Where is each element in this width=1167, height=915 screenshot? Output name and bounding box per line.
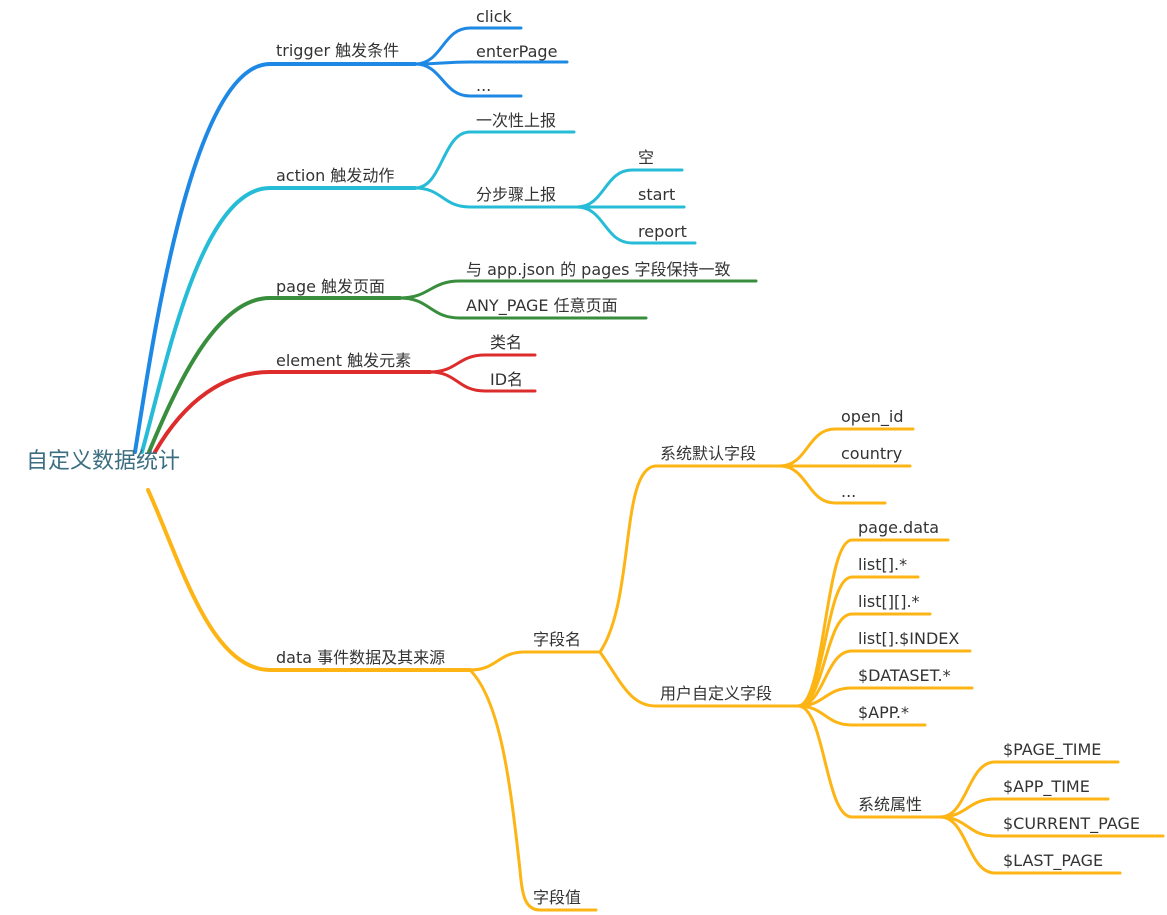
system-default-label: 系统默认字段 <box>660 444 757 463</box>
step-child-report: report <box>638 222 687 241</box>
element-edge <box>153 370 432 454</box>
sysprop-page-time: $PAGE_TIME <box>1003 740 1102 759</box>
action-step-edge <box>413 186 579 209</box>
element-node-label: element 触发元素 <box>276 351 412 370</box>
trigger-edge <box>133 62 417 454</box>
user-child-list: list[].* <box>858 555 908 574</box>
trigger-child-more: ... <box>476 76 492 95</box>
data-edge <box>146 488 472 672</box>
trigger-enterpage-edge <box>413 60 569 66</box>
page-anypage-edge <box>398 296 648 320</box>
user-defined-edge <box>598 650 802 708</box>
step-child-empty: 空 <box>638 148 655 167</box>
step-report-edge <box>575 205 697 245</box>
action-edge <box>140 186 417 454</box>
user-child-edge-2 <box>796 612 932 708</box>
user-child-list-list: list[][].* <box>858 592 920 611</box>
sysprop-current-page: $CURRENT_PAGE <box>1003 814 1140 833</box>
element-child-id: ID名 <box>490 370 524 389</box>
sysdef-child-country: country <box>841 444 903 463</box>
step-child-start: start <box>638 185 676 204</box>
page-child-any-page: ANY_PAGE 任意页面 <box>466 296 618 315</box>
root-node-label: 自定义数据统计 <box>26 449 181 474</box>
field-value-label: 字段值 <box>533 888 582 907</box>
page-node-label: page 触发页面 <box>276 277 386 296</box>
sysprop-app-time: $APP_TIME <box>1003 777 1090 796</box>
action-node-label: action 触发动作 <box>276 166 395 185</box>
page-edge <box>147 296 402 454</box>
user-defined-label: 用户自定义字段 <box>660 684 773 703</box>
user-child-app: $APP.* <box>858 703 910 722</box>
user-child-edge-3 <box>796 649 972 708</box>
sysprop-last-page: $LAST_PAGE <box>1003 851 1104 870</box>
data-fieldvalue-edge <box>468 668 598 912</box>
user-child-edge-5 <box>796 704 927 727</box>
action-child-once: 一次性上报 <box>476 111 557 130</box>
sysdef-child-openid: open_id <box>841 407 904 426</box>
data-fieldname-edge <box>468 650 602 672</box>
field-name-label: 字段名 <box>533 630 582 649</box>
trigger-child-enterpage: enterPage <box>476 42 558 61</box>
system-props-label: 系统属性 <box>858 795 923 814</box>
step-empty-edge <box>575 168 684 209</box>
user-child-list-index: list[].$INDEX <box>858 629 960 648</box>
sysprop-edge-0 <box>938 760 1120 819</box>
system-props-edge <box>796 704 942 819</box>
system-default-edge <box>598 464 787 654</box>
page-child-app-json: 与 app.json 的 pages 字段保持一致 <box>466 260 731 279</box>
sysdef-child-more: ... <box>841 482 857 501</box>
element-child-class: 类名 <box>490 333 523 352</box>
trigger-more-edge <box>413 62 523 98</box>
action-child-step: 分步骤上报 <box>476 185 557 204</box>
action-once-edge <box>413 130 576 190</box>
trigger-child-click: click <box>476 7 512 26</box>
user-child-page-data: page.data <box>858 518 940 537</box>
user-child-dataset: $DATASET.* <box>858 666 951 685</box>
element-id-edge <box>428 370 537 393</box>
sysdef-more-edge <box>778 464 887 505</box>
trigger-node-label: trigger 触发条件 <box>276 41 400 60</box>
data-node-label: data 事件数据及其来源 <box>276 648 446 667</box>
sysdef-openid-edge <box>778 427 915 468</box>
sysprop-edge-3 <box>938 815 1122 875</box>
